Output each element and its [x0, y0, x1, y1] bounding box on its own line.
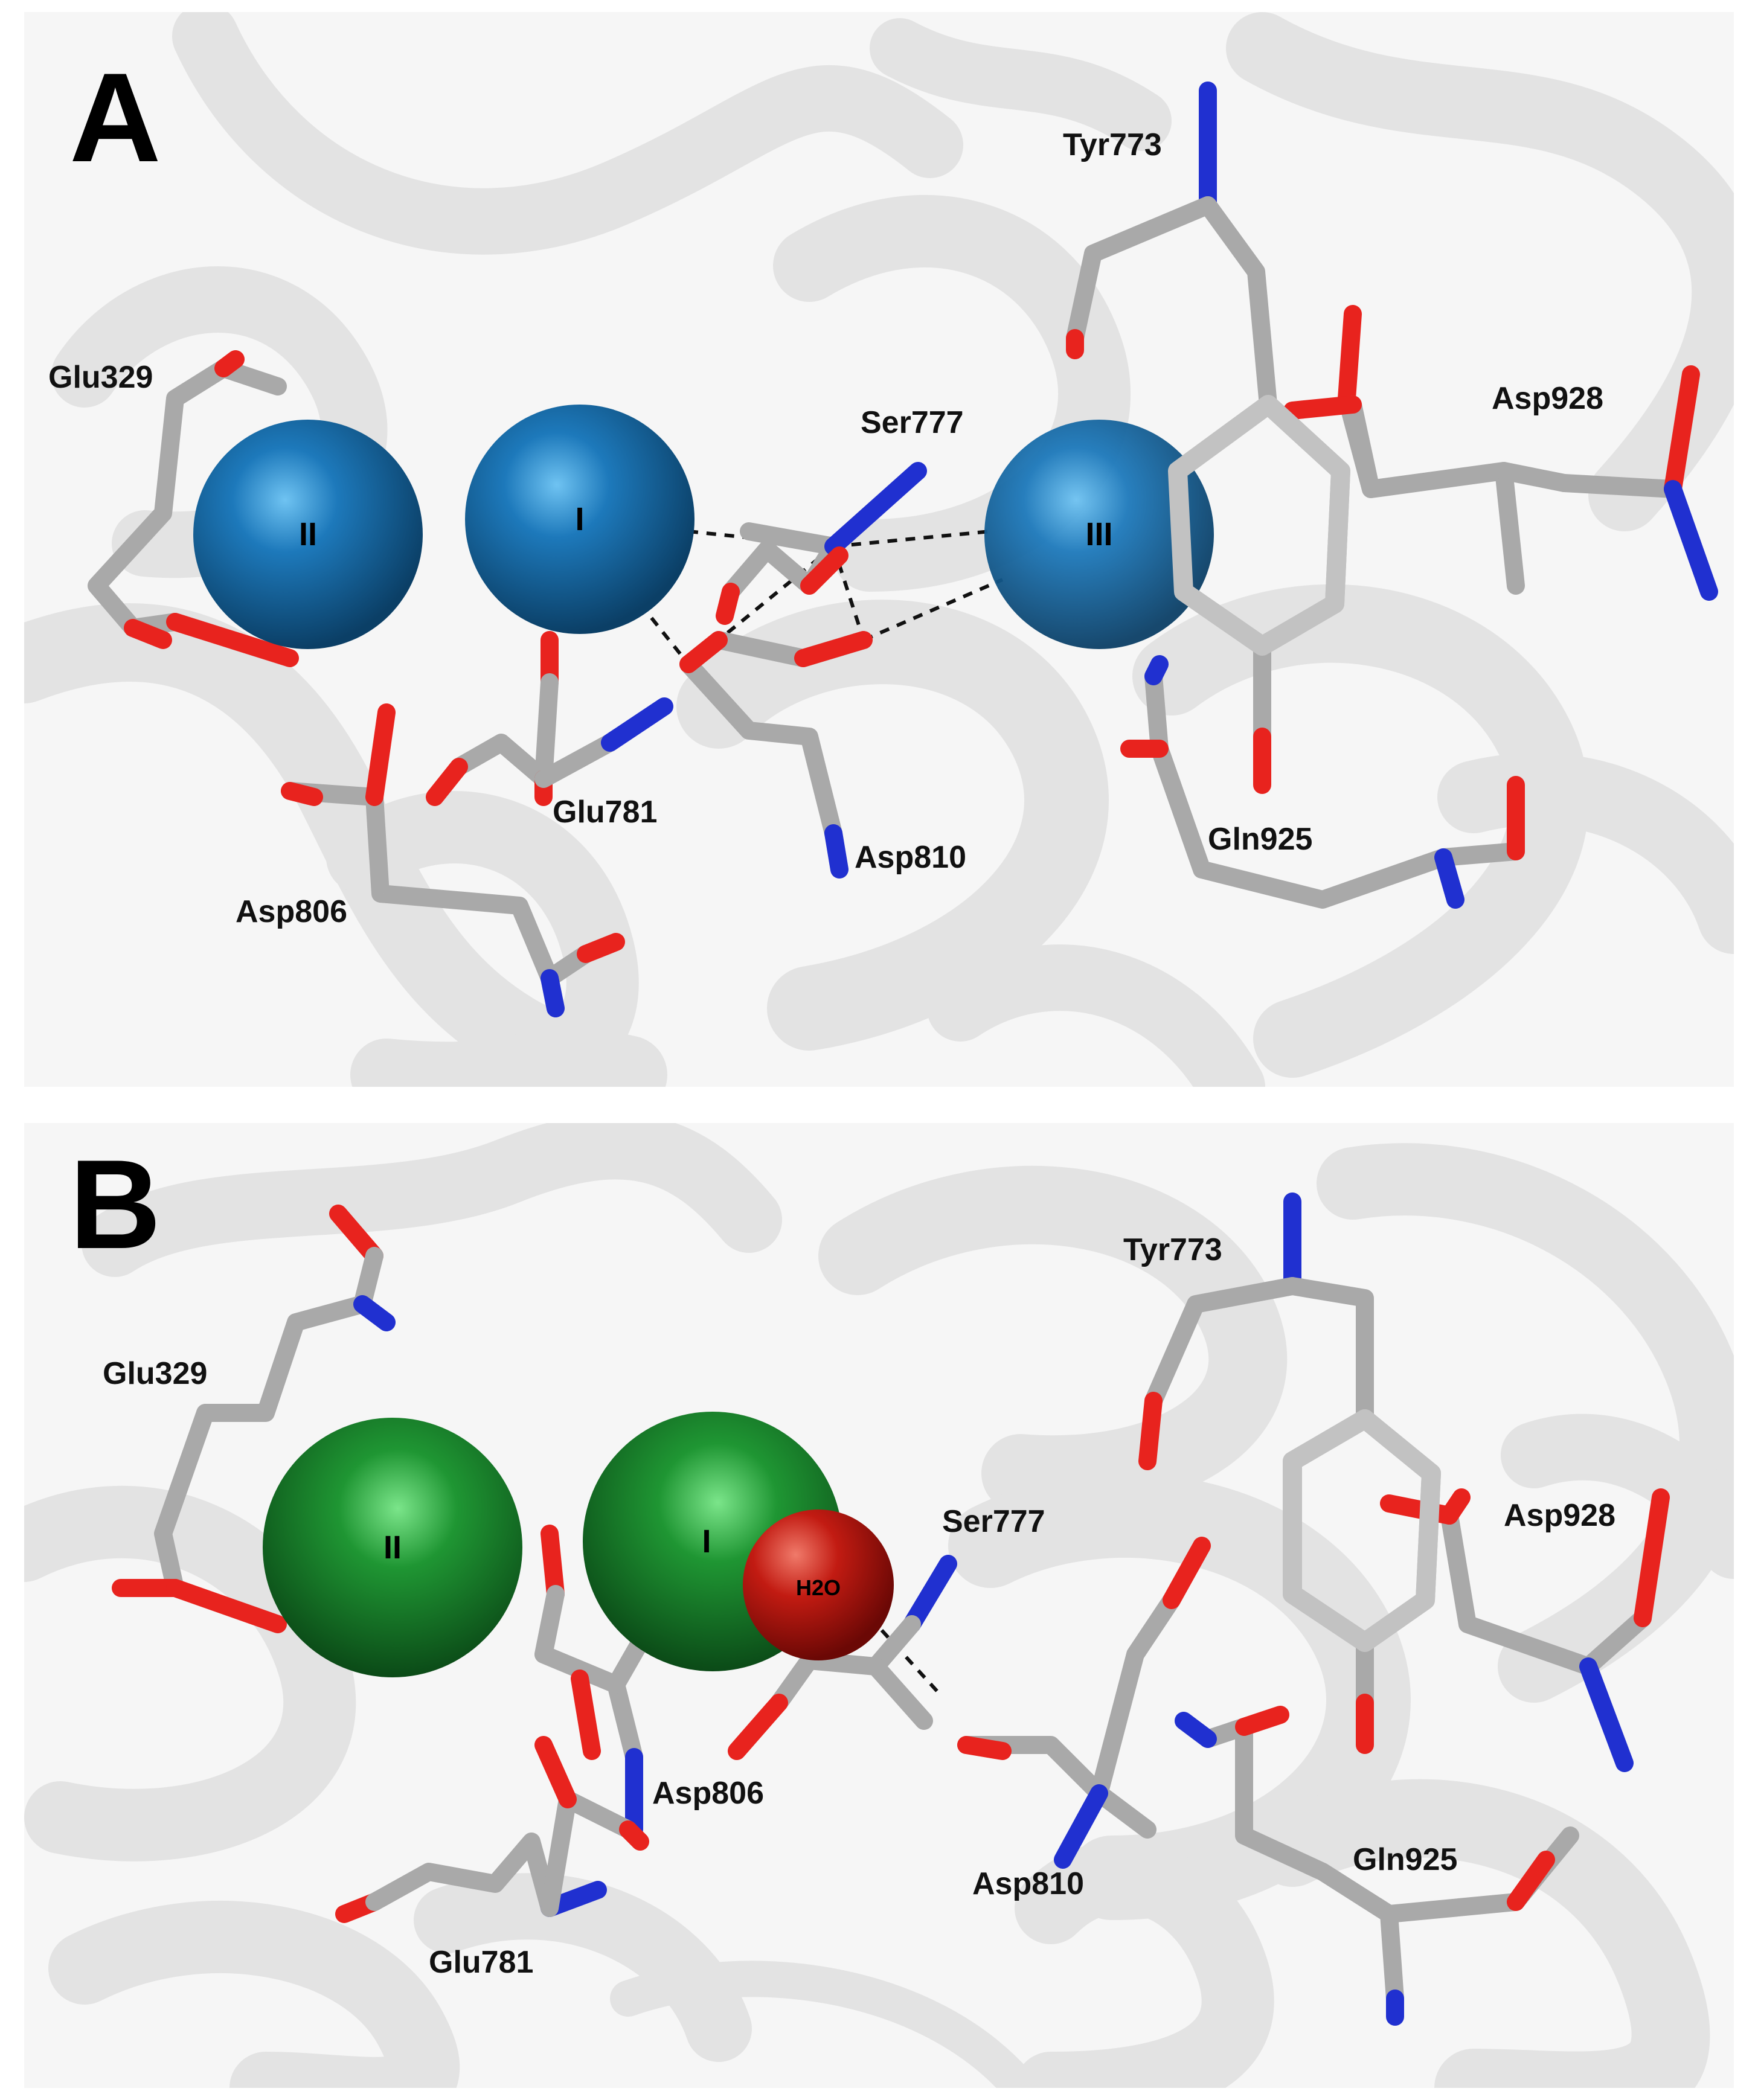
residue-label: Glu781: [553, 795, 658, 830]
residue-label: Asp810: [972, 1866, 1084, 1901]
ion-sphere-iii: [984, 420, 1214, 649]
residue-label: Asp810: [855, 840, 966, 875]
panel-a: A II I III Glu329 Ser777 Tyr773 Asp928 G…: [24, 12, 1734, 1087]
residue-label: Tyr773: [1063, 127, 1162, 162]
structure-scene-b: [24, 1123, 1734, 2088]
ion-label-ii: II: [298, 516, 318, 552]
residue-label: Glu781: [429, 1945, 534, 1980]
panel-b: B II I H2O Glu329 Tyr773 Ser777 Asp928 A…: [24, 1123, 1734, 2088]
water-label: H2O: [795, 1575, 841, 1600]
ion-label-iii: III: [1085, 516, 1113, 552]
ion-label-i: I: [575, 501, 585, 537]
residue-label: Ser777: [861, 405, 964, 440]
residue-sticks-b: [112, 1192, 1670, 2026]
residue-label: Asp928: [1492, 381, 1603, 416]
hbond-lines: [880, 1628, 944, 1698]
water-sphere: [743, 1509, 894, 1660]
panel-letter-b: B: [69, 1133, 161, 1275]
ion-label-ii: II: [383, 1529, 402, 1566]
residue-label: Asp806: [652, 1776, 764, 1811]
ion-sphere-ii: [193, 420, 423, 649]
ion-sphere-i: [465, 405, 695, 634]
residue-label: Ser777: [942, 1504, 1045, 1539]
residue-label: Asp806: [236, 894, 347, 929]
residue-label: Tyr773: [1123, 1232, 1222, 1267]
panel-letter-a: A: [69, 46, 161, 188]
ion-label-i: I: [702, 1523, 711, 1560]
residue-label: Glu329: [103, 1356, 208, 1391]
residue-label: Gln925: [1208, 822, 1313, 857]
structure-scene-a: [24, 12, 1734, 1087]
residue-label: Glu329: [48, 360, 153, 395]
residue-label: Asp928: [1504, 1498, 1615, 1533]
residue-label: Gln925: [1353, 1842, 1458, 1877]
ion-sphere-ii: [263, 1418, 522, 1677]
